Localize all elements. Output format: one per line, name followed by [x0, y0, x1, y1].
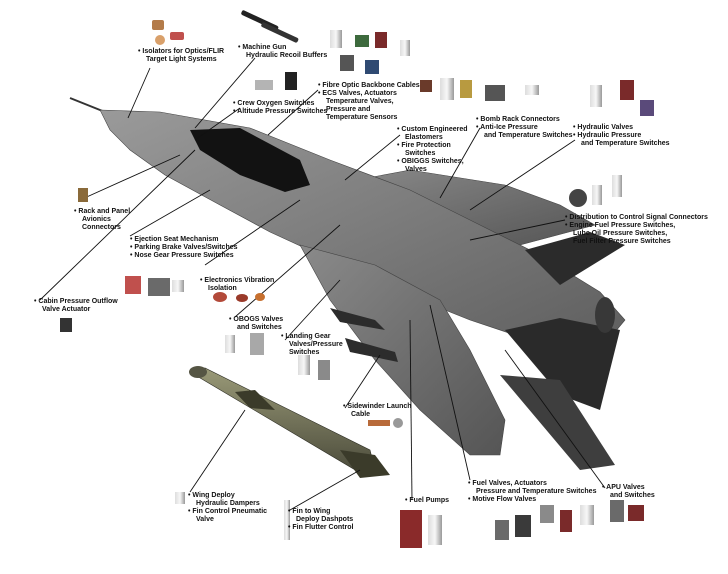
callout-cabin-pressure: • Cabin Pressure Outflow Valve Actuator [34, 298, 118, 314]
callout-line: and Temperature Switches [484, 132, 573, 139]
callout-apu: • APU Valves and Switches [602, 484, 655, 500]
callout-line: Cable [351, 411, 371, 418]
callout-line: • Isolators for Optics/FLIR [138, 48, 225, 55]
callout-line: • Bomb Rack Connectors [476, 116, 560, 123]
callout-line: Temperature Sensors [326, 114, 398, 121]
callout-line: Isolation [208, 285, 237, 292]
callout-line: Valves/Pressure [289, 341, 343, 348]
callout-crew-oxygen: • Crew Oxygen Switches • Altitude Pressu… [233, 100, 327, 116]
callout-line: Hydraulic Recoil Buffers [246, 52, 328, 59]
callout-line: • Nose Gear Pressure Switches [130, 252, 234, 259]
callout-line: • Distribution to Control Signal Connect… [565, 214, 708, 221]
callout-landing-gear: • Landing Gear Valves/Pressure Switches [281, 333, 343, 357]
callout-obogs: • OBOGS Valves and Switches [229, 316, 283, 332]
callout-line: • Ejection Seat Mechanism [130, 236, 219, 243]
callout-rack-panel: • Rack and Panel Avionics Connectors [74, 208, 130, 232]
callout-line: • Fire Protection [397, 142, 451, 149]
callout-hydraulic-valves: • Hydraulic Valves • Hydraulic Pressure … [573, 124, 670, 148]
callout-line: Avionics [82, 216, 111, 223]
callout-line: • Fuel Pumps [405, 497, 450, 504]
callout-line: • Custom Engineered [397, 126, 468, 133]
callout-line: • OBIGGS Switches, [397, 158, 464, 165]
fighter-jet [69, 97, 626, 470]
callout-line: • ECS Valves, Actuators [318, 90, 397, 97]
callout-line: • APU Valves [602, 484, 645, 491]
callout-line: Valves [405, 166, 427, 173]
callout-line: • Crew Oxygen Switches [233, 100, 315, 107]
callout-line: • Hydraulic Valves [573, 124, 634, 131]
callout-line: Valve Actuator [42, 306, 91, 313]
callout-line: Connectors [82, 224, 121, 231]
callout-line: Lube Oil Pressure Switches, [573, 230, 668, 237]
callout-line: • Engine Fuel Pressure Switches, [565, 222, 676, 229]
callout-ejection-seat: • Ejection Seat Mechanism • Parking Brak… [130, 236, 238, 260]
callout-machine-gun: • Machine Gun Hydraulic Recoil Buffers [238, 44, 327, 60]
callout-line: • Altitude Pressure Switches [233, 108, 328, 115]
callout-line: • Rack and Panel [74, 208, 131, 215]
callout-line: • Electronics Vibration [200, 277, 275, 284]
callout-line: • OBOGS Valves [229, 316, 284, 323]
callout-fin-wing: • Fin to Wing Deploy Dashpots • Fin Flut… [288, 508, 353, 532]
callout-line: • Landing Gear [281, 333, 331, 340]
callout-distribution: • Distribution to Control Signal Connect… [565, 214, 708, 246]
callout-line: • Fin Control Pneumatic [188, 508, 268, 515]
callout-line: and Temperature Switches [581, 140, 670, 147]
callout-wing-deploy: • Wing Deploy Hydraulic Dampers • Fin Co… [188, 492, 267, 524]
callout-line: • Fin Flutter Control [288, 524, 354, 531]
callout-line: • Fibre Optic Backbone Cables [318, 82, 420, 89]
callout-line: Hydraulic Dampers [196, 500, 260, 507]
callout-line: • Machine Gun [238, 44, 287, 51]
callout-line: Deploy Dashpots [296, 516, 354, 523]
callout-line: Pressure and Temperature Switches [476, 488, 597, 495]
callout-line: Elastomers [405, 134, 443, 141]
leader-lines [39, 57, 606, 511]
callout-fibre-optic: • Fibre Optic Backbone Cables • ECS Valv… [318, 82, 420, 122]
callout-line: Fuel Filter Pressure Switches [573, 238, 671, 245]
callout-line: and Switches [610, 492, 655, 499]
callout-line: • Motive Flow Valves [468, 496, 537, 503]
callout-line: • Fin to Wing [288, 508, 331, 515]
callout-line: and Switches [237, 324, 282, 331]
callout-line: • Sidewinder Launch [343, 403, 412, 410]
callout-custom-elastomers: • Custom Engineered Elastomers • Fire Pr… [397, 126, 468, 174]
callout-line: • Fuel Valves, Actuators [468, 480, 547, 487]
callout-fuel-valves: • Fuel Valves, Actuators Pressure and Te… [468, 480, 596, 504]
callout-line: • Anti-Ice Pressure [476, 124, 538, 131]
callout-line: Valve [196, 516, 214, 523]
callout-line: Target Light Systems [146, 56, 217, 63]
guided-bomb [189, 366, 390, 478]
callout-isolators: • Isolators for Optics/FLIR Target Light… [138, 48, 224, 64]
callout-line: Switches [289, 349, 320, 356]
callout-bomb-rack: • Bomb Rack Connectors • Anti-Ice Pressu… [476, 116, 573, 140]
callout-sidewinder: • Sidewinder Launch Cable [343, 403, 412, 419]
callout-line: • Wing Deploy [188, 492, 235, 499]
callout-line: • Cabin Pressure Outflow [34, 298, 118, 305]
callout-line: Switches [405, 150, 436, 157]
component-photos [60, 10, 654, 548]
callout-line: Temperature Valves, [326, 98, 394, 105]
callout-fuel-pumps: • Fuel Pumps [405, 497, 449, 505]
callout-line: • Hydraulic Pressure [573, 132, 642, 139]
callout-line: Pressure and [326, 106, 371, 113]
callout-electronics-vibration: • Electronics Vibration Isolation [200, 277, 274, 293]
callout-line: • Parking Brake Valves/Switches [130, 244, 238, 251]
